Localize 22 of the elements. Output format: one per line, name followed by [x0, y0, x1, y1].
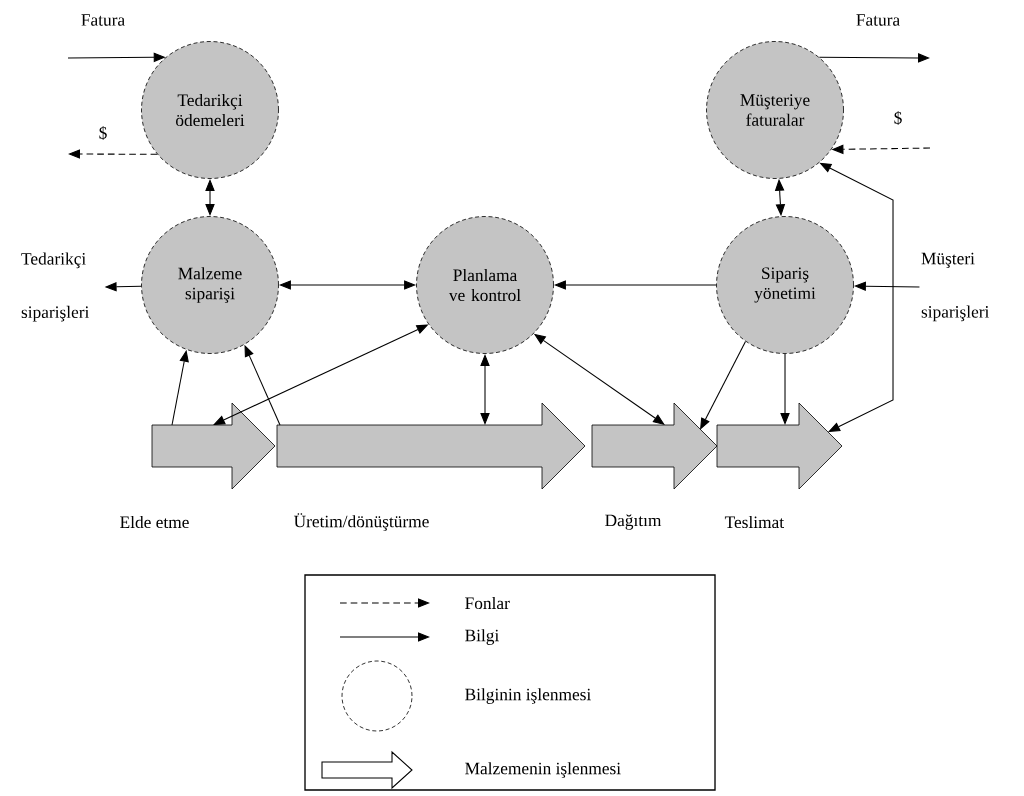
- text-label: Tedarikçi siparişleri: [21, 252, 90, 322]
- process-block: [716, 402, 843, 490]
- caption-text: Üretim/dönüştürme: [293, 513, 429, 531]
- arrow: [700, 340, 747, 430]
- caption-text: Elde etme: [120, 515, 189, 529]
- edge-label: Fatura: [79, 12, 127, 28]
- arrow: [68, 149, 158, 159]
- edge-label: $: [892, 109, 904, 127]
- caption-text: Teslimat: [724, 515, 784, 529]
- process-block: [276, 402, 586, 490]
- process-block: [151, 402, 276, 490]
- edge-label: Fatura: [854, 12, 902, 28]
- process-block: [591, 402, 718, 490]
- legend-text: Bilginin işlenmesi: [465, 688, 591, 704]
- caption-text: Dağıtım: [605, 514, 662, 530]
- text-label: Müşteri siparişleri: [921, 252, 990, 322]
- legend-text: Malzemenin işlenmesi: [465, 762, 621, 778]
- legend-text: Fonlar: [465, 596, 510, 610]
- arrow: [818, 53, 930, 63]
- legend-text: Bilgi: [465, 629, 499, 645]
- edge-label: $: [97, 124, 109, 142]
- arrow: [780, 353, 790, 425]
